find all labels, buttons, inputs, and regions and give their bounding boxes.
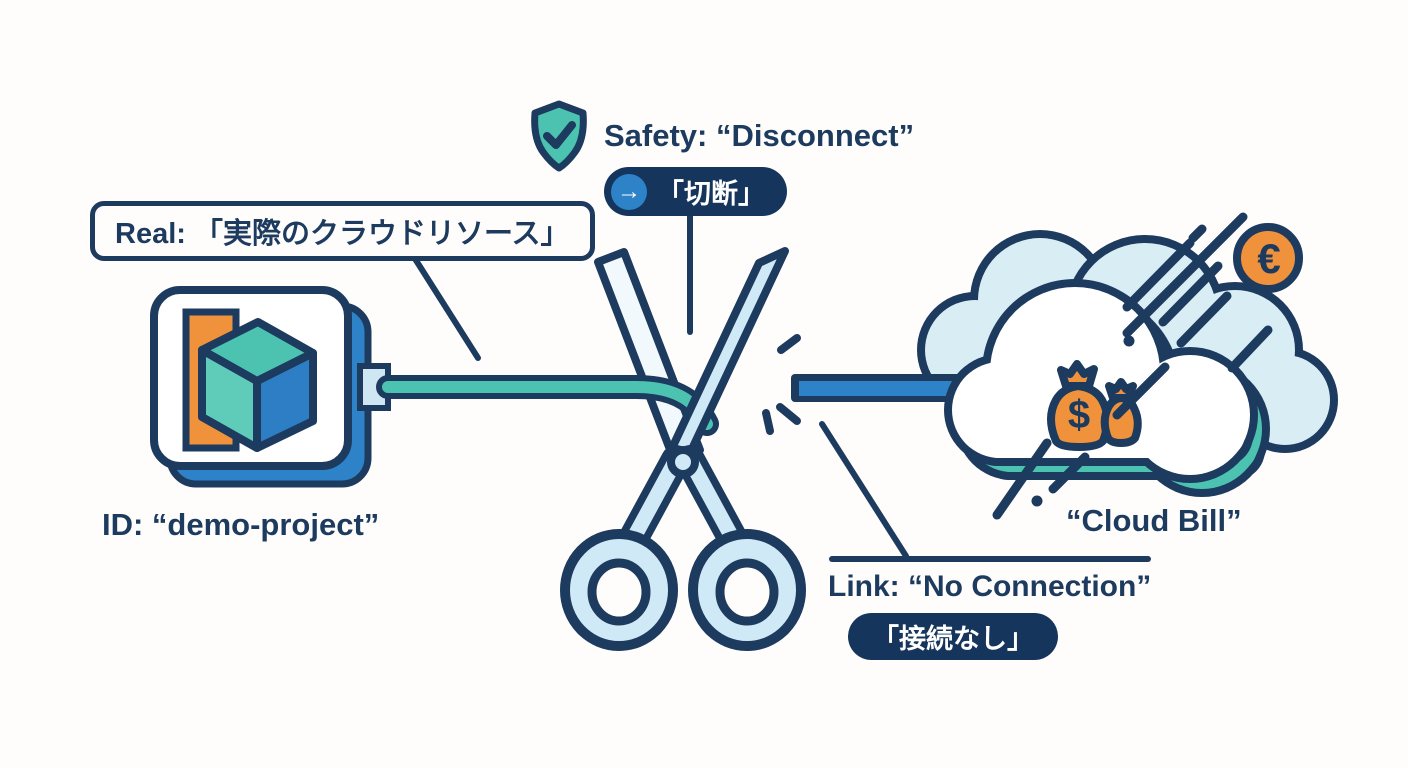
motion-dot <box>1123 335 1135 347</box>
money-bag-small-icon <box>1100 378 1142 447</box>
motion-dot <box>1031 495 1043 507</box>
leader-lines <box>409 213 1151 562</box>
arrow-right-icon: → <box>611 173 647 210</box>
scissors-icon <box>376 247 806 651</box>
euro-coin-icon: € <box>1233 223 1303 293</box>
link-no-connection-label: Link: “No Connection” <box>828 570 1152 603</box>
cut-spark-marks <box>762 334 801 435</box>
real-resource-callout: Real: 「実際のクラウドリソース」 <box>90 201 595 261</box>
cube-package-icon <box>150 286 391 488</box>
link-leader-line <box>819 421 909 559</box>
money-bag-icon <box>1047 360 1112 451</box>
project-id-label: ID: “demo-project” <box>102 507 380 542</box>
motion-lines <box>992 212 1273 520</box>
cloud-bill-label: “Cloud Bill” <box>1066 503 1242 538</box>
safety-disconnect-label: Safety: “Disconnect” <box>604 118 915 153</box>
real-resource-label: Real: 「実際のクラウドリソース」 <box>115 218 570 250</box>
dollar-symbol: $ <box>1068 393 1090 437</box>
cut-badge: → 「切断」 <box>604 167 787 216</box>
no-connection-badge-label: 「接続なし」 <box>872 624 1034 654</box>
svg-text:€: € <box>1257 235 1280 282</box>
cut-badge-label: 「切断」 <box>657 179 765 209</box>
real-leader-line <box>409 251 481 361</box>
no-connection-badge: 「接続なし」 <box>848 613 1058 660</box>
shield-check-icon <box>529 100 589 177</box>
